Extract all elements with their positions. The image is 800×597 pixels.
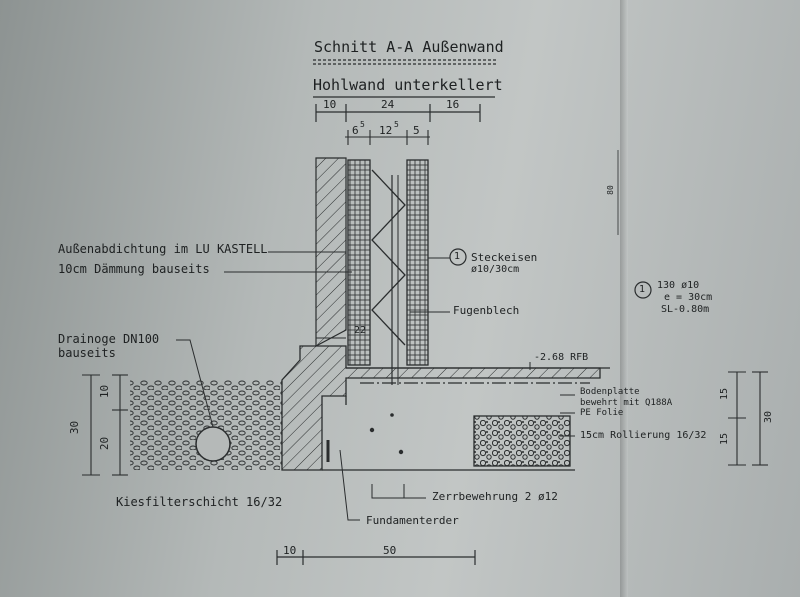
label-zerr: Zerrbewehrung 2 ø12 bbox=[432, 490, 558, 503]
dim-inner-1-sup: 5 bbox=[360, 120, 365, 129]
rebar-dots bbox=[369, 413, 404, 455]
dim-22: 22 bbox=[354, 325, 367, 336]
dim-left-total: 30 bbox=[68, 420, 82, 435]
dim-inner-2: 12 bbox=[379, 124, 393, 137]
callout-number-steckeisen: 1 bbox=[454, 251, 461, 262]
dim-right-top: 15 bbox=[719, 387, 731, 401]
label-rfb: -2.68 RFB bbox=[534, 352, 589, 363]
dim-right-bottom: 15 bbox=[719, 432, 731, 446]
label-bodenplatte-1: Bodenplatte bbox=[580, 387, 640, 397]
drawing-title: Schnitt A-A Außenwand bbox=[314, 38, 504, 56]
dim-inner-3: 5 bbox=[413, 124, 420, 137]
label-rollierung: 15cm Rollierung 16/32 bbox=[580, 430, 707, 441]
gravel-filter bbox=[130, 380, 282, 470]
leader-lines bbox=[176, 251, 595, 521]
dim-bottom-1: 10 bbox=[283, 544, 297, 557]
spec-line-2: e = 30cm bbox=[664, 292, 713, 303]
page-fold bbox=[620, 0, 628, 597]
dim-line-left bbox=[82, 374, 128, 476]
label-steckeisen-2: ø10/30cm bbox=[471, 264, 520, 275]
spec-line-3: SL-0.80m bbox=[661, 304, 710, 315]
rollierung-area bbox=[473, 415, 571, 467]
label-pe-folie: PE Folie bbox=[580, 408, 624, 418]
dim-line-bottom bbox=[276, 550, 476, 565]
label-drainage-1: Drainoge DN100 bbox=[58, 332, 160, 346]
callout-circle-spec bbox=[634, 281, 652, 299]
label-steckeisen-1: Steckeisen bbox=[471, 251, 538, 264]
label-bodenplatte-2: bewehrt mit Q188A bbox=[580, 398, 673, 408]
dim-left-bottom: 20 bbox=[98, 436, 112, 451]
dim-line-top bbox=[315, 104, 481, 122]
spec-line-1: 130 ø10 bbox=[657, 280, 700, 291]
label-fundament: Fundamenterder bbox=[366, 514, 459, 527]
dim-line-inner bbox=[345, 130, 430, 145]
callout-circle-steckeisen bbox=[449, 248, 467, 266]
dim-line-right bbox=[617, 150, 768, 466]
dim-inner-2-sup: 5 bbox=[394, 120, 399, 129]
steckeisen-rebar bbox=[371, 169, 406, 346]
label-abdichtung: Außenabdichtung im LU KASTELL bbox=[58, 242, 268, 256]
label-kies: Kiesfilterschicht 16/32 bbox=[116, 495, 283, 509]
dim-top-2: 24 bbox=[381, 98, 395, 111]
dim-left-top: 10 bbox=[98, 384, 112, 399]
dim-top-3: 16 bbox=[446, 98, 460, 111]
dim-right-total: 30 bbox=[763, 410, 775, 424]
label-fugenblech: Fugenblech bbox=[453, 304, 520, 317]
dim-inner-1: 6 bbox=[352, 124, 359, 137]
label-daemmung: 10cm Dämmung bauseits bbox=[58, 262, 210, 276]
dim-top-1: 10 bbox=[323, 98, 337, 111]
label-drainage-2: bauseits bbox=[58, 346, 116, 360]
dim-bottom-2: 50 bbox=[383, 544, 397, 557]
dim-far: 80 bbox=[605, 185, 615, 195]
inner-shell bbox=[406, 159, 429, 366]
outer-shell bbox=[347, 159, 371, 366]
callout-number-spec: 1 bbox=[639, 284, 646, 295]
title-underline bbox=[313, 59, 497, 98]
drainage-pipe bbox=[195, 426, 231, 462]
drawing-subtitle: Hohlwand unterkellert bbox=[313, 76, 503, 94]
